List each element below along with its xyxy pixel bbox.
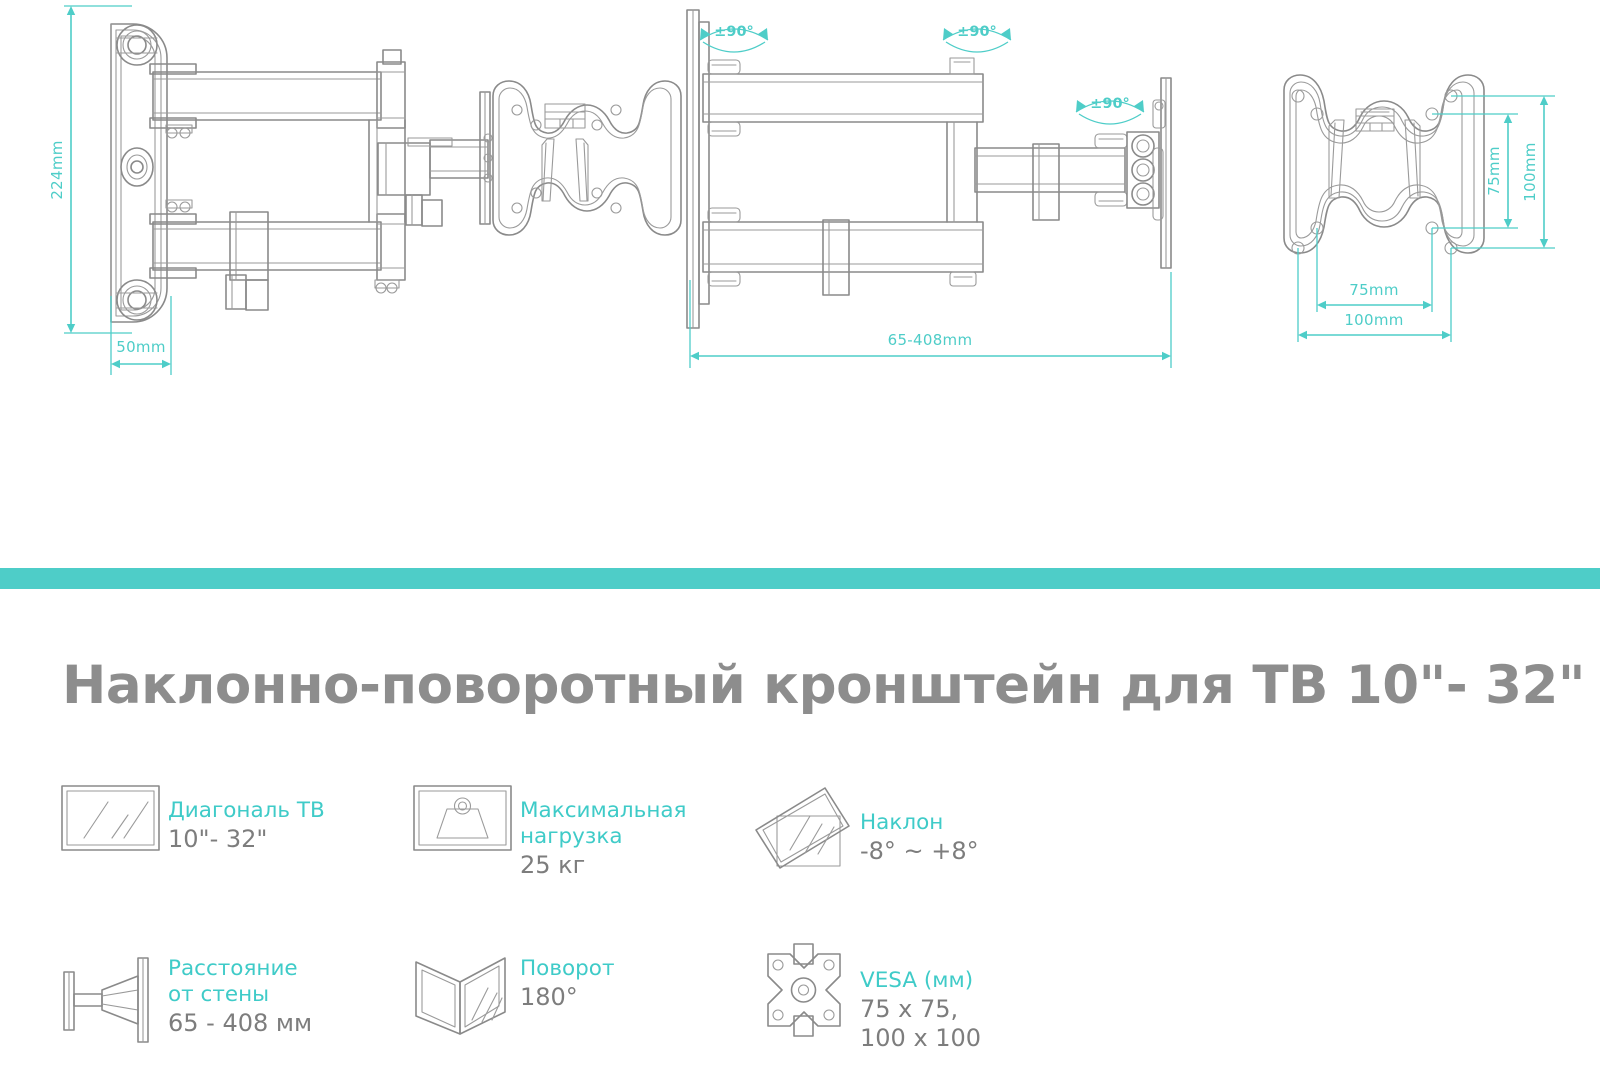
teal-divider: [0, 568, 1600, 589]
feature-label: Поворот: [520, 956, 615, 981]
technical-drawings-area: 224mm: [40, 0, 1600, 400]
feature-text: Поворот 180°: [520, 940, 614, 1012]
dim-label-extension: 65-408mm: [888, 331, 973, 349]
feature-value: 65 - 408 мм: [168, 1009, 313, 1037]
vesa-plate-front: [492, 80, 682, 236]
drawing-vesa-plate: 75mm 100mm 75mm: [1230, 60, 1600, 360]
feature-label: Максимальная нагрузка: [520, 798, 687, 849]
tilt-head: [377, 137, 489, 227]
dimension-extension: 65-408mm: [689, 272, 1172, 368]
vertical-post: [368, 119, 406, 223]
drawing-extended-view: ±90° ±90° ±90°: [655, 0, 1195, 380]
rotation-badge-2: ±90°: [942, 24, 1012, 53]
badge-label-rotation-1: ±90°: [714, 24, 754, 40]
feature-label: Наклон: [860, 810, 944, 835]
drawing-side-view: 224mm: [40, 0, 682, 400]
feature-text: VESA (мм) 75 x 75, 100 x 100: [860, 940, 981, 1053]
dim-label-vesa-v-100: 100mm: [1521, 142, 1539, 201]
pivot-bottom: [116, 279, 158, 321]
page-title: Наклонно-поворотный кронштейн для ТВ 10"…: [62, 655, 1586, 716]
badge-label-rotation-3: ±90°: [1090, 96, 1130, 112]
feature-text: Наклон -8° ~ +8°: [860, 782, 979, 866]
feature-text: Максимальная нагрузка 25 кг: [520, 782, 686, 880]
lower-arm: [149, 199, 406, 311]
feature-value: 75 x 75, 100 x 100: [860, 995, 982, 1052]
feature-label: VESA (мм): [860, 968, 974, 993]
feature-row-2: Расстояние от стены 65 - 408 мм Пов: [58, 940, 1548, 1053]
telescoping-tube: [974, 133, 1128, 221]
arm-upper: [702, 57, 984, 137]
feature-wall-distance: Расстояние от стены 65 - 408 мм: [58, 940, 410, 1053]
tilt-screen-icon: [750, 782, 860, 870]
dim-label-224mm: 224mm: [48, 140, 66, 199]
feature-label: Расстояние от стены: [168, 956, 298, 1007]
arm-lower: [702, 207, 984, 296]
feature-row-1: Диагональ ТВ 10"- 32" Максимальная: [58, 782, 1548, 880]
dimension-vesa-h-100mm: 100mm: [1298, 311, 1451, 340]
feature-value: -8° ~ +8°: [860, 837, 979, 865]
feature-grid: Диагональ ТВ 10"- 32" Максимальная: [58, 782, 1548, 1053]
dim-label-vesa-h-100: 100mm: [1344, 311, 1403, 329]
max-load-weight-icon: [410, 782, 520, 854]
swivel-screen-icon: [410, 940, 520, 1040]
feature-value: 180°: [520, 983, 578, 1011]
tilt-knuckle: [1126, 131, 1160, 209]
upper-arm: [149, 49, 406, 139]
wall-distance-icon: [58, 940, 168, 1043]
feature-label: Диагональ ТВ: [168, 798, 325, 823]
feature-value: 10"- 32": [168, 825, 268, 853]
pivot-middle: [120, 147, 154, 187]
tv-screen-icon: [58, 782, 168, 854]
dim-label-vesa-v-75: 75mm: [1485, 146, 1503, 196]
feature-text: Расстояние от стены 65 - 408 мм: [168, 940, 312, 1038]
feature-tilt: Наклон -8° ~ +8°: [750, 782, 979, 880]
rotation-badge-1: ±90°: [699, 24, 769, 53]
pivot-top: [116, 24, 158, 66]
vesa-plate-side: [1152, 77, 1172, 269]
dim-label-50mm: 50mm: [116, 338, 166, 356]
feature-value: 25 кг: [520, 851, 586, 879]
feature-swivel: Поворот 180°: [410, 940, 750, 1053]
feature-max-load: Максимальная нагрузка 25 кг: [410, 782, 750, 880]
vesa-plate-outline: [1283, 74, 1485, 255]
dimension-height-224mm: 224mm: [48, 5, 132, 334]
feature-vesa: VESA (мм) 75 x 75, 100 x 100: [750, 940, 981, 1053]
wall-bracket: [686, 9, 710, 329]
dimension-wallgap-50mm: 50mm: [110, 296, 172, 375]
dimension-vesa-v-100mm: 100mm: [1521, 96, 1549, 248]
feature-tv-diagonal: Диагональ ТВ 10"- 32": [58, 782, 410, 880]
vesa-plate-profile: [479, 91, 493, 225]
dim-label-vesa-h-75: 75mm: [1349, 281, 1399, 299]
feature-text: Диагональ ТВ 10"- 32": [168, 782, 325, 854]
dimension-vesa-h-75mm: 75mm: [1317, 281, 1432, 310]
rotation-badge-3: ±90°: [1075, 96, 1145, 125]
vesa-dimension-leaders: [1297, 95, 1555, 342]
badge-label-rotation-2: ±90°: [957, 24, 997, 40]
vesa-plate-icon: [750, 940, 860, 1040]
joint-post: [946, 121, 978, 223]
dimension-vesa-v-75mm: 75mm: [1485, 114, 1513, 228]
